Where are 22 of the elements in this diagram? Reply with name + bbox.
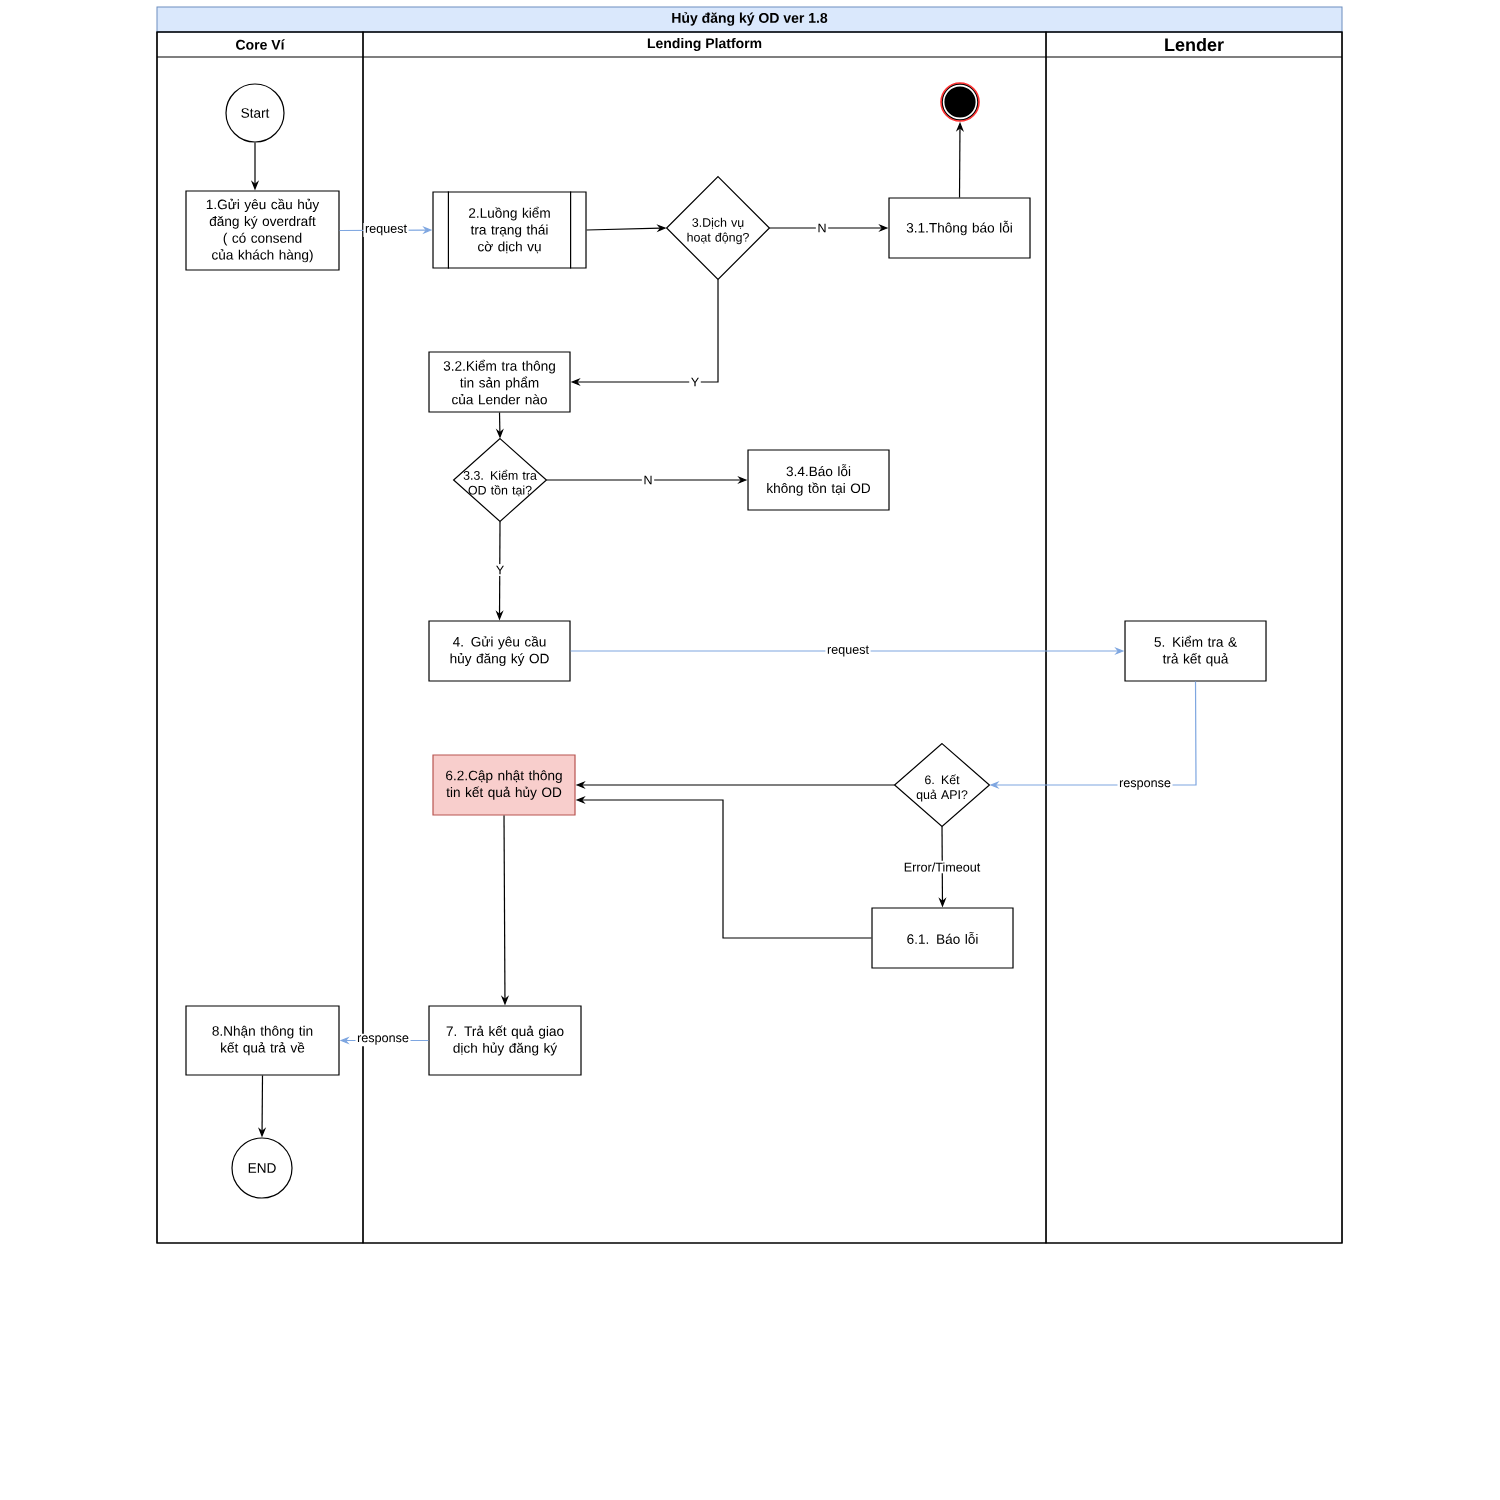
subprocess-box: 2.Luồng kiểm tra trạng thái cờ dịch vụ — [432, 190, 587, 270]
process-box: 3.1.Thông báo lỗi — [888, 197, 1031, 259]
process-box: 3.4.Báo lỗi không tồn tại OD — [747, 449, 890, 511]
edge-label: request — [363, 223, 409, 237]
process-box: 6.2.Cập nhật thông tin kết quả hủy OD — [432, 754, 576, 816]
end-circle — [940, 82, 980, 122]
edge-label: N — [815, 222, 829, 234]
edge-label: Error/Timeout — [902, 860, 982, 874]
process-box: 6.1. Báo lỗi — [871, 907, 1014, 969]
process-box: 7. Trả kết quả giao dịch hủy đăng ký — [428, 1005, 582, 1076]
edge-label: response — [1117, 778, 1173, 792]
edge-label: Y — [689, 376, 701, 388]
process-box: 8.Nhận thông tin kết quả trả về — [185, 1005, 340, 1076]
process-box: 1.Gửi yêu cầu hủy đăng ký overdraft ( có consend của khách hàng) — [185, 190, 340, 271]
process-box: 5. Kiểm tra & trả kết quả — [1124, 620, 1267, 682]
process-box: 4. Gửi yêu cầu hủy đăng ký OD — [428, 620, 571, 682]
edge-label: response — [355, 1033, 411, 1047]
edge-label: Y — [494, 564, 506, 576]
edge-label: N — [641, 474, 655, 486]
process-box: 3.2.Kiểm tra thông tin sản phẩm của Lender nào — [428, 351, 571, 413]
pool-title-band: Hủy đăng ký OD ver 1.8 — [156, 6, 1343, 33]
edge-label: request — [825, 644, 871, 658]
